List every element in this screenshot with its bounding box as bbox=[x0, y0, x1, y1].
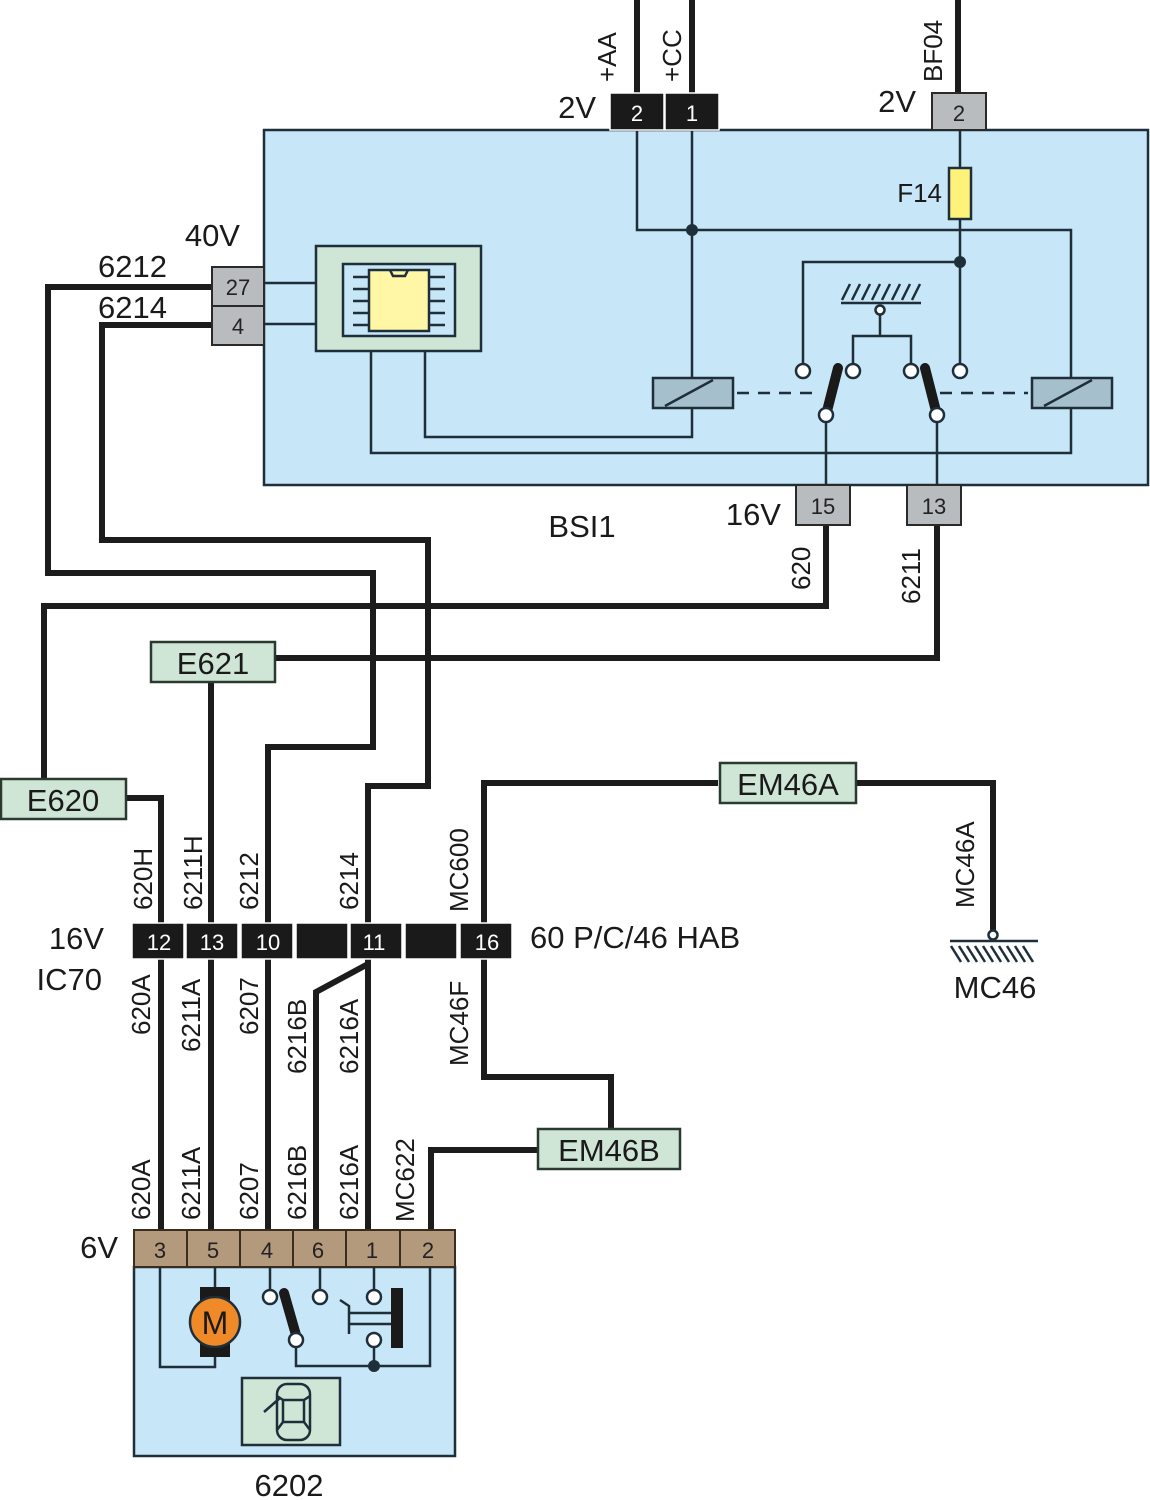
wire-label: 6211H bbox=[178, 835, 208, 910]
pushbutton-switch-icon bbox=[339, 1288, 403, 1349]
splice-em46b: EM46B bbox=[536, 1127, 682, 1171]
svg-text:4: 4 bbox=[232, 314, 244, 339]
wire-label: 6211 bbox=[896, 548, 926, 604]
wire-label: 6212 bbox=[234, 852, 264, 910]
connector-bsi-top: 2 1 2V +AA +CC bbox=[558, 29, 720, 131]
voltage-label: 2V bbox=[558, 90, 596, 125]
splice-e620: E620 bbox=[0, 777, 128, 821]
wire-label: +AA bbox=[592, 31, 622, 82]
ground-icon bbox=[987, 929, 999, 941]
svg-text:13: 13 bbox=[922, 494, 946, 519]
wire-label: 6211A bbox=[176, 978, 206, 1052]
svg-text:1: 1 bbox=[366, 1238, 378, 1263]
harness-wires bbox=[41, 0, 996, 1232]
junction-dot bbox=[368, 1360, 380, 1372]
car-door-lock-icon bbox=[240, 1376, 342, 1447]
bsi-module: F14 bbox=[262, 128, 1150, 544]
ground-label: MC46 bbox=[954, 970, 1037, 1005]
svg-text:5: 5 bbox=[207, 1238, 219, 1263]
svg-text:2: 2 bbox=[631, 101, 643, 126]
splice-e621: E621 bbox=[149, 640, 277, 684]
svg-text:1: 1 bbox=[686, 101, 698, 126]
fuse-f14 bbox=[947, 166, 973, 221]
svg-text:E621: E621 bbox=[177, 646, 249, 681]
svg-text:EM46A: EM46A bbox=[737, 767, 839, 802]
connector-bsi-fuse: 2 2V BF04 bbox=[878, 20, 987, 131]
interconnect-label: IC70 bbox=[37, 962, 102, 997]
wire-label: +CC bbox=[657, 29, 687, 82]
relay-coil-left bbox=[651, 376, 735, 410]
voltage-label: 16V bbox=[49, 921, 104, 956]
relay-switch-left bbox=[794, 362, 862, 485]
svg-text:M: M bbox=[202, 1305, 229, 1341]
actuator-label: 6202 bbox=[255, 1468, 324, 1500]
wire-label: 6207 bbox=[234, 977, 264, 1035]
connector-bsi-bottom: 15 13 16V 620 6211 bbox=[726, 484, 962, 604]
wire-label: 6216B bbox=[282, 999, 312, 1074]
wire-label: 6214 bbox=[334, 852, 364, 910]
svg-text:12: 12 bbox=[147, 930, 171, 955]
wire-label: 6212 bbox=[98, 249, 167, 284]
fuse-label: F14 bbox=[897, 178, 942, 208]
wire-label: MC46A bbox=[950, 821, 980, 908]
wire-label: MC46F bbox=[444, 981, 474, 1066]
wire-label: 620H bbox=[128, 848, 158, 910]
connector-bsi-left: 27 4 40V 6212 6214 bbox=[98, 218, 265, 346]
wire-label: 6211A bbox=[176, 1146, 206, 1220]
svg-text:E620: E620 bbox=[27, 783, 99, 818]
svg-text:13: 13 bbox=[200, 930, 224, 955]
ground-mc46: MC46 MC46A bbox=[949, 821, 1038, 1005]
svg-text:EM46B: EM46B bbox=[558, 1133, 660, 1168]
wire-label: MC600 bbox=[444, 828, 474, 912]
svg-text:2: 2 bbox=[422, 1238, 434, 1263]
relay-coil-right bbox=[1030, 376, 1114, 410]
wire-label: 6216B bbox=[282, 1145, 312, 1220]
actuator-6202: 3 5 4 6 1 2 6V 620A 6211A 6207 6216B 621… bbox=[80, 1138, 457, 1500]
svg-text:11: 11 bbox=[363, 930, 386, 955]
ground-icon bbox=[840, 283, 922, 369]
wire-label: 6216A bbox=[334, 998, 364, 1074]
wire-label: 6216A bbox=[334, 1144, 364, 1220]
wire-label: MC622 bbox=[390, 1138, 420, 1222]
svg-text:10: 10 bbox=[256, 930, 280, 955]
interconnect-description: 60 P/C/46 HAB bbox=[530, 920, 740, 955]
junction-dot bbox=[686, 224, 698, 236]
wire-label: 620A bbox=[126, 1159, 156, 1220]
svg-text:27: 27 bbox=[226, 275, 250, 300]
chip-icon bbox=[353, 268, 445, 333]
wire-label: 620 bbox=[786, 547, 816, 590]
svg-text:6: 6 bbox=[312, 1238, 324, 1263]
svg-text:15: 15 bbox=[811, 494, 835, 519]
wire-label: 6207 bbox=[234, 1162, 264, 1220]
voltage-label: 6V bbox=[80, 1230, 118, 1265]
svg-text:16: 16 bbox=[475, 930, 499, 955]
connector-ic70: 12 13 10 11 16 16V IC70 60 P/C/46 HAB 62… bbox=[37, 828, 741, 1074]
svg-text:2: 2 bbox=[953, 101, 965, 126]
bsi-label: BSI1 bbox=[548, 509, 615, 544]
voltage-label: 2V bbox=[878, 84, 916, 119]
svg-text:3: 3 bbox=[154, 1238, 166, 1263]
wire-label: BF04 bbox=[918, 20, 948, 82]
wire-label: 6214 bbox=[98, 290, 167, 325]
wire-label: 620A bbox=[126, 974, 156, 1035]
relay-switch-right bbox=[902, 362, 969, 485]
splice-em46a: EM46A bbox=[718, 761, 858, 805]
limit-switch-icon bbox=[261, 1288, 329, 1349]
voltage-label: 40V bbox=[185, 218, 240, 253]
voltage-label: 16V bbox=[726, 497, 781, 532]
svg-text:4: 4 bbox=[261, 1238, 273, 1263]
motor-icon: M bbox=[188, 1287, 242, 1357]
